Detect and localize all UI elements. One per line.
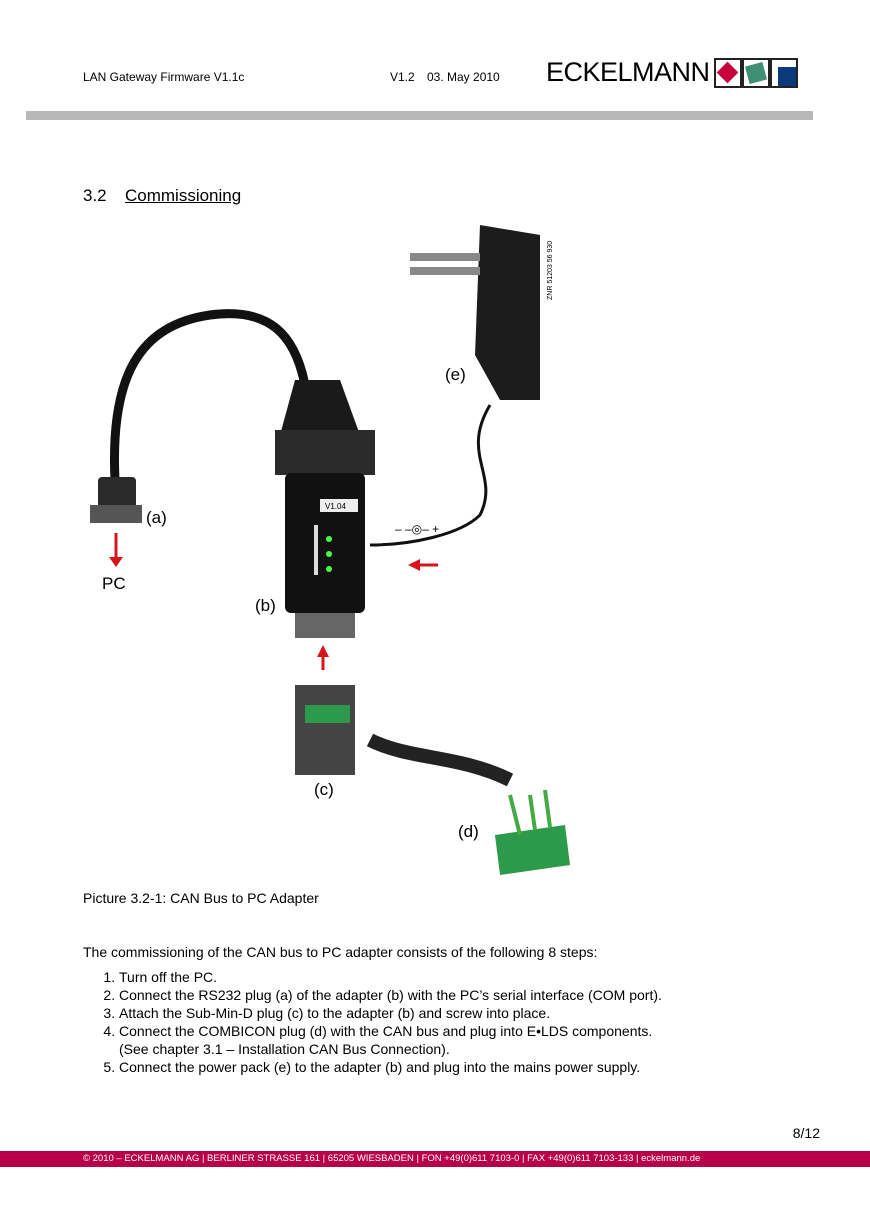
footer-bar: © 2010 – ECKELMANN AG | BERLINER STRASSE…: [0, 1151, 870, 1167]
power-pack-e: [475, 225, 540, 400]
step-note: (See chapter 3.1 – Installation CAN Bus …: [119, 1041, 450, 1057]
combicon-plug-d: [495, 825, 570, 875]
header-version: V1.2: [390, 70, 415, 84]
logo-red-square-icon: [714, 58, 742, 88]
eckelmann-logo: ECKELMANN: [546, 57, 798, 88]
label-pc: PC: [102, 574, 126, 593]
header-divider: [26, 111, 813, 120]
arrow-left-icon: [408, 559, 420, 571]
label-version: V1.04: [325, 502, 346, 511]
arrow-down-icon: [109, 557, 123, 567]
header-date: 03. May 2010: [427, 70, 500, 84]
step-item: Attach the Sub-Min-D plug (c) to the ada…: [119, 1004, 819, 1022]
step-item: Connect the power pack (e) to the adapte…: [119, 1058, 819, 1076]
logo-green-square-icon: [742, 58, 770, 88]
step-item: Connect the COMBICON plug (d) with the C…: [119, 1022, 819, 1058]
label-b: (b): [255, 596, 276, 615]
page-number: 8/12: [792, 1125, 820, 1141]
step-item: Turn off the PC.: [119, 968, 819, 986]
adapter-b: [285, 473, 365, 613]
steps-list: Turn off the PC. Connect the RS232 plug …: [83, 968, 819, 1076]
arrow-up-icon: [317, 645, 329, 657]
header-doc-title: LAN Gateway Firmware V1.1c: [83, 70, 245, 84]
label-d: (d): [458, 822, 479, 841]
section-number: 3.2: [83, 186, 107, 205]
label-c: (c): [314, 780, 334, 799]
label-a: (a): [146, 508, 167, 527]
serial-cable: [109, 309, 310, 481]
logo-text: ECKELMANN: [546, 57, 710, 87]
intro-paragraph: The commissioning of the CAN bus to PC a…: [83, 944, 598, 960]
picture-caption: Picture 3.2-1: CAN Bus to PC Adapter: [83, 890, 319, 906]
label-e: (e): [445, 365, 466, 384]
logo-blue-square-icon: [770, 58, 798, 88]
adapter-photo: (a) PC V1.04 (b) – –◎– + ZNR 51203 56 93…: [90, 225, 570, 875]
section-title: Commissioning: [125, 186, 242, 205]
step-item: Connect the RS232 plug (a) of the adapte…: [119, 986, 819, 1004]
label-znr: ZNR 51203 56 930: [547, 241, 554, 300]
label-polarity: – –◎– +: [395, 522, 439, 536]
sub-min-d-plug-c: [295, 685, 355, 775]
footer-text: © 2010 – ECKELMANN AG | BERLINER STRASSE…: [83, 1153, 701, 1164]
